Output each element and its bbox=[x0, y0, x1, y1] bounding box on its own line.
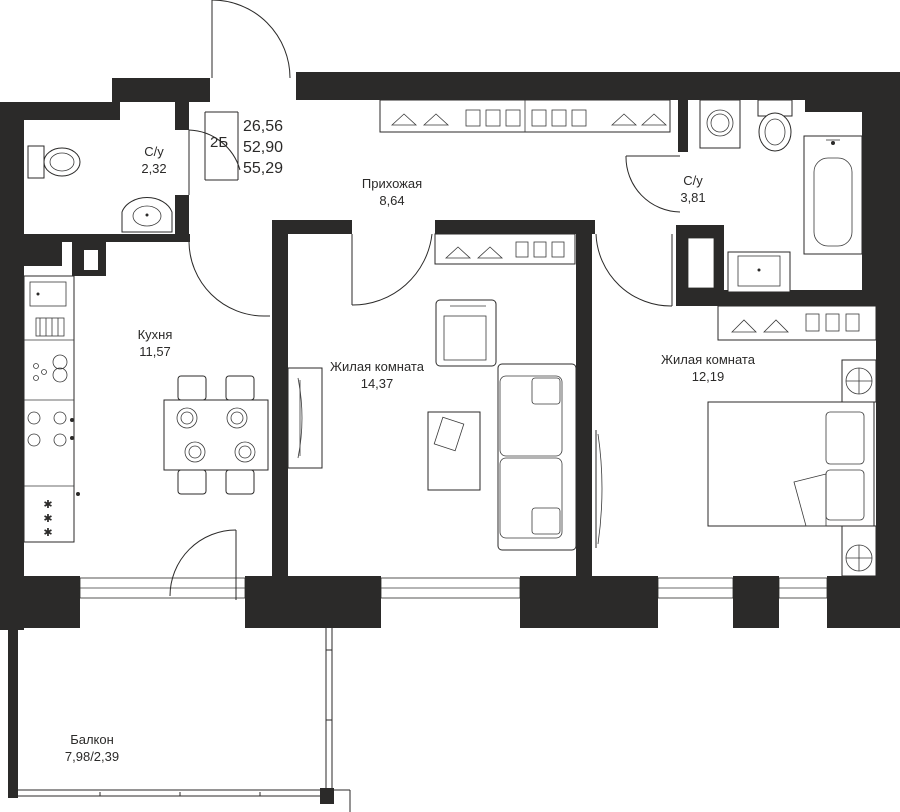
area-living: 26,56 bbox=[243, 118, 284, 135]
wall-bath-right-left bbox=[678, 100, 688, 152]
wall-kitchen-living bbox=[272, 222, 288, 582]
room-area: 11,57 bbox=[139, 344, 171, 359]
wall-left bbox=[0, 102, 24, 630]
svg-text:✱: ✱ bbox=[43, 512, 52, 525]
svg-text:✱: ✱ bbox=[43, 498, 52, 511]
room-area: 7,98/2,39 bbox=[64, 749, 120, 764]
wall-living-bedroom bbox=[576, 222, 592, 582]
balcony-post bbox=[320, 788, 334, 804]
balcony-left-rail bbox=[8, 628, 18, 798]
apartment-code-frame bbox=[204, 111, 239, 181]
bed bbox=[707, 401, 875, 527]
svg-text:✱: ✱ bbox=[43, 526, 52, 539]
room-name: С/у bbox=[144, 144, 164, 159]
balcony bbox=[8, 628, 351, 812]
area-total-with-balcony: 55,29 bbox=[243, 160, 284, 177]
area-total: 52,90 bbox=[243, 139, 284, 156]
wall-bottom-mid3 bbox=[733, 576, 779, 628]
room-bathroom-right: С/у 3,81 bbox=[680, 172, 705, 206]
living-wardrobe bbox=[434, 233, 576, 265]
wall-right bbox=[876, 72, 900, 627]
wall-pillar-1 bbox=[24, 240, 62, 266]
walls bbox=[0, 72, 900, 630]
room-area: 8,64 bbox=[379, 193, 405, 208]
sink-left bbox=[121, 196, 173, 233]
doors bbox=[169, 0, 681, 600]
room-area: 2,32 bbox=[141, 161, 167, 176]
room-kitchen: Кухня 11,57 bbox=[138, 326, 173, 360]
wall-bottom-left bbox=[0, 576, 80, 628]
coffee-table bbox=[427, 411, 481, 491]
wall-bath-right-bottom bbox=[676, 290, 876, 306]
wall-bath-left-side bbox=[175, 195, 189, 240]
room-name: Балкон bbox=[70, 732, 114, 747]
dining-table bbox=[163, 375, 269, 495]
room-bathroom-left: С/у 2,32 bbox=[141, 143, 166, 177]
wall-bottom-mid1 bbox=[245, 576, 381, 628]
wall-top-left bbox=[0, 102, 120, 120]
room-name: С/у bbox=[683, 173, 703, 188]
bathtub bbox=[803, 135, 863, 255]
apartment-code: 2Б bbox=[210, 134, 229, 151]
room-hallway: Прихожая 8,64 bbox=[362, 175, 422, 209]
wall-stub bbox=[175, 100, 189, 130]
tv-stand bbox=[287, 367, 323, 469]
wall-bottom-right bbox=[827, 576, 900, 628]
hallway-wardrobe bbox=[379, 99, 671, 133]
room-area: 12,19 bbox=[691, 369, 725, 384]
kitchen-counter: ✱ ✱ ✱ bbox=[23, 275, 80, 543]
room-name: Прихожая bbox=[361, 176, 423, 191]
sink-right bbox=[727, 251, 791, 293]
wall-top-left-step bbox=[112, 78, 210, 102]
armchair bbox=[435, 299, 497, 367]
nightstands bbox=[841, 359, 877, 577]
windows bbox=[79, 577, 828, 599]
room-name: Кухня bbox=[137, 327, 173, 342]
washing-machine bbox=[699, 99, 741, 149]
room-name: Жилая комната bbox=[330, 359, 424, 374]
wall-living-top bbox=[435, 220, 595, 234]
bedroom-wardrobe bbox=[717, 305, 877, 341]
tv-bedroom bbox=[595, 430, 603, 548]
sofa bbox=[497, 363, 577, 551]
wall-bottom-mid2 bbox=[520, 576, 658, 628]
room-bedroom: Жилая комната 12,19 bbox=[661, 351, 755, 385]
wall-bath-left-bottom bbox=[24, 234, 190, 242]
room-area: 14,37 bbox=[360, 376, 394, 391]
wall-living-top-left bbox=[272, 220, 352, 234]
toilet-left bbox=[27, 145, 81, 179]
room-living: Жилая комната 14,37 bbox=[330, 358, 424, 392]
wall-top bbox=[296, 72, 900, 100]
apartment-areas: 26,56 52,90 55,29 bbox=[243, 116, 283, 179]
room-name: Жилая комната bbox=[661, 352, 755, 367]
toilet-right bbox=[757, 99, 793, 152]
room-area: 3,81 bbox=[680, 190, 706, 205]
room-balcony: Балкон 7,98/2,39 bbox=[65, 731, 119, 765]
wall-bath-right-right bbox=[862, 100, 876, 306]
